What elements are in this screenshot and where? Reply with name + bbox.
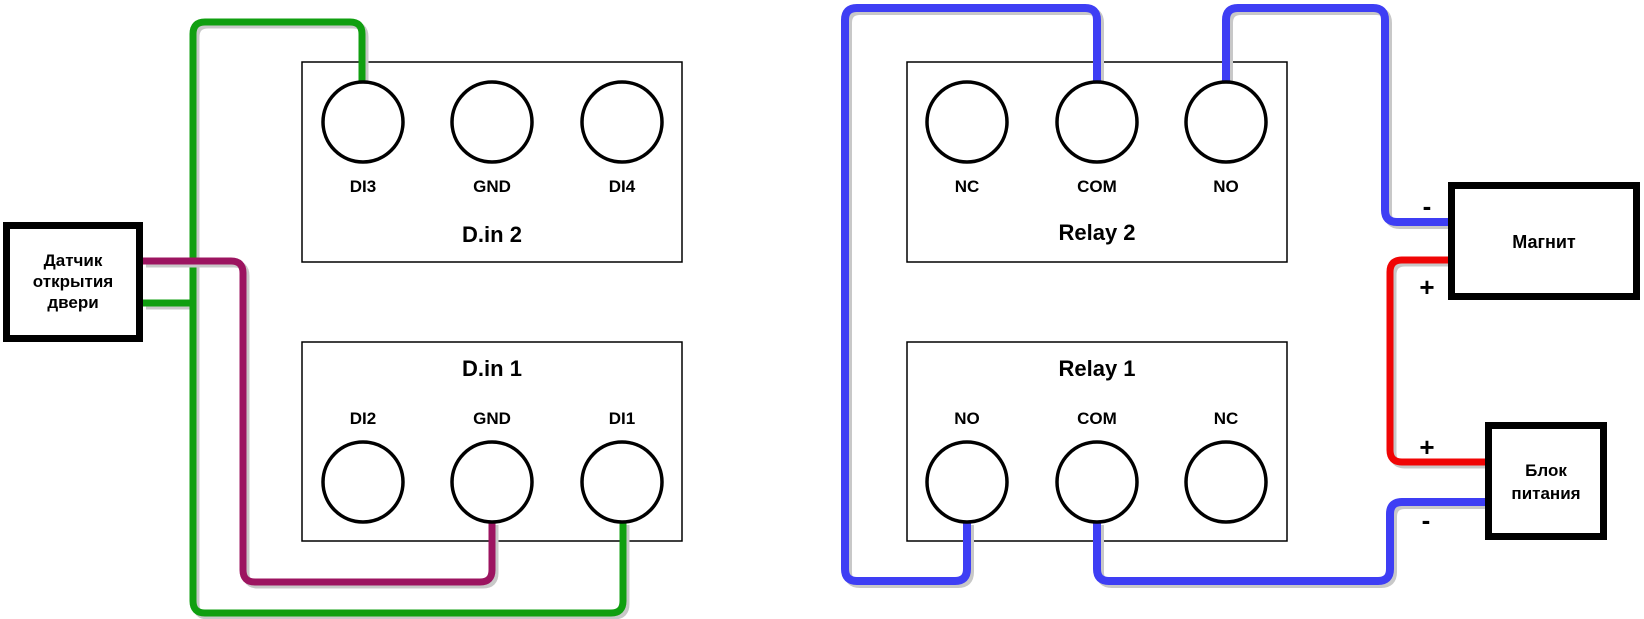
- wire-blue-relay2com-to-relay1no: [841, 4, 1101, 585]
- psu-plus-sign: +: [1419, 432, 1434, 462]
- relay1-terminal-label-com: COM: [1077, 409, 1117, 428]
- wire-purple-sensor-to-gnd: [143, 257, 496, 586]
- relay2-terminal-no: [1184, 80, 1268, 164]
- psu-box: [1485, 422, 1607, 540]
- relay2-title: Relay 2: [1058, 220, 1135, 245]
- magnet-box: [1448, 182, 1640, 300]
- relay2-terminal-label-nc: NC: [955, 177, 980, 196]
- wire-green-di3-to-di1: [189, 18, 627, 617]
- relay2-terminal-com: [1055, 80, 1139, 164]
- din1-title: D.in 1: [462, 356, 522, 381]
- din1-terminal-gnd: [450, 440, 534, 524]
- relay2-terminal-label-no: NO: [1213, 177, 1239, 196]
- din1-terminal-label-gnd: GND: [473, 409, 511, 428]
- psu-label-line2: питания: [1511, 484, 1580, 503]
- door-sensor-label-line3: двери: [47, 293, 98, 312]
- din2-terminal-gnd: [450, 80, 534, 164]
- din2-terminal-di3: [321, 80, 405, 164]
- magnet-minus-sign: -: [1423, 191, 1432, 221]
- relay1-terminal-label-no: NO: [954, 409, 980, 428]
- relay1-title: Relay 1: [1058, 356, 1135, 381]
- relay1-terminal-no: [925, 440, 1009, 524]
- din1-terminal-label-di2: DI2: [350, 409, 376, 428]
- din1-terminal-label-di1: DI1: [609, 409, 635, 428]
- wire-blue-relay2no-to-magnet: [1222, 4, 1448, 226]
- relay2-terminal-label-com: COM: [1077, 177, 1117, 196]
- din2-terminal-label-gnd: GND: [473, 177, 511, 196]
- relay1-terminal-com: [1055, 440, 1139, 524]
- door-sensor-label-line1: Датчик: [44, 251, 103, 270]
- din2-terminal-label-di3: DI3: [350, 177, 376, 196]
- relay2-terminal-nc: [925, 80, 1009, 164]
- wire-red-magnet-to-psu: [1386, 256, 1485, 466]
- din2-terminal-label-di4: DI4: [609, 177, 636, 196]
- magnet-label: Магнит: [1512, 232, 1576, 252]
- wire-blue-relay1com-to-psu: [1093, 498, 1485, 585]
- door-sensor-box: [3, 222, 143, 342]
- din2-terminal-di4: [580, 80, 664, 164]
- relay1-terminal-nc: [1184, 440, 1268, 524]
- door-sensor-label-line2: открытия: [33, 272, 113, 291]
- din2-title: D.in 2: [462, 222, 522, 247]
- magnet-plus-sign: +: [1419, 272, 1434, 302]
- relay1-terminal-label-nc: NC: [1214, 409, 1239, 428]
- psu-minus-sign: -: [1422, 505, 1431, 535]
- psu-label-line1: Блок: [1525, 461, 1567, 480]
- din1-terminal-di1: [580, 440, 664, 524]
- din1-terminal-di2: [321, 440, 405, 524]
